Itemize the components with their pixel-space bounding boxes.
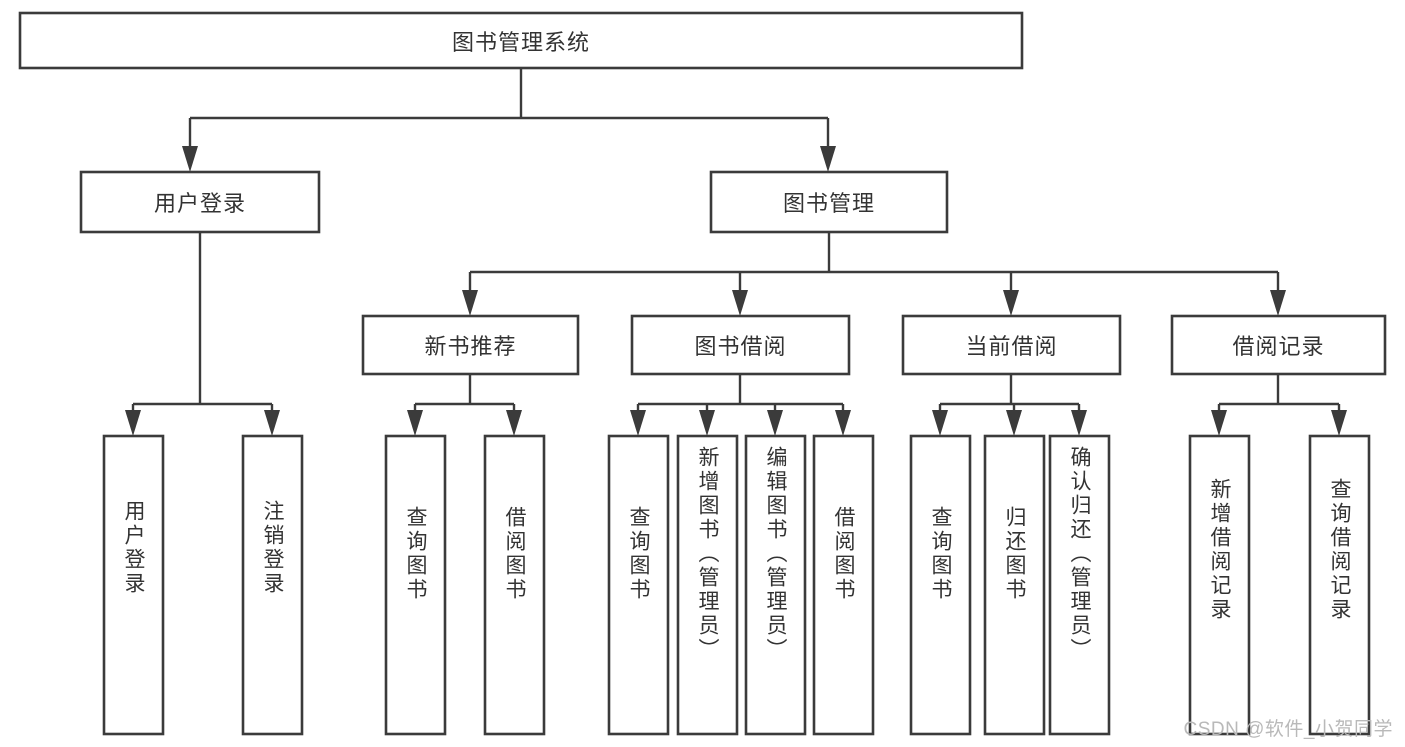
connector-bookmgmt-to-level3 [462,232,1286,316]
node-borrow-record[interactable] [1170,314,1387,376]
arrow-head-icon [835,410,851,436]
arrow-head-icon [699,410,715,436]
leaf-current-borrow-1[interactable] [983,434,1046,736]
connector-currentborrow-to-leaves [932,374,1087,436]
arrow-head-icon [462,290,478,316]
arrow-head-icon [1006,410,1022,436]
leaf-borrow-record-1[interactable] [1308,434,1371,736]
leaf-book-borrow-3[interactable] [812,434,875,736]
connector-bookborrow-to-leaves [630,374,851,436]
leaf-current-borrow-0[interactable] [909,434,972,736]
leaf-user-login-0[interactable] [102,434,165,736]
arrow-head-icon [1331,410,1347,436]
arrow-head-icon [1211,410,1227,436]
arrow-head-icon [820,146,836,172]
connector-root-to-level2 [182,68,836,172]
leaf-new-book-1[interactable] [483,434,546,736]
connector-borrowrecord-to-leaves [1211,374,1347,436]
node-new-book-recommend[interactable] [361,314,580,376]
arrow-head-icon [264,410,280,436]
arrow-head-icon [732,290,748,316]
arrow-head-icon [182,146,198,172]
node-book-borrow[interactable] [630,314,851,376]
node-root-system[interactable] [18,11,1024,70]
leaf-borrow-record-0[interactable] [1188,434,1251,736]
arrow-head-icon [407,410,423,436]
arrow-head-icon [1003,290,1019,316]
leaf-book-borrow-0[interactable] [607,434,670,736]
arrow-head-icon [1270,290,1286,316]
connector-newbook-to-leaves [407,374,522,436]
arrow-head-icon [630,410,646,436]
leaf-book-borrow-2[interactable] [744,434,807,736]
leaf-current-borrow-2[interactable] [1048,434,1111,736]
arrow-head-icon [1071,410,1087,436]
node-user-login[interactable] [79,170,321,234]
node-book-management[interactable] [709,170,949,234]
leaf-book-borrow-1[interactable] [676,434,739,736]
arrow-head-icon [125,410,141,436]
arrow-head-icon [506,410,522,436]
node-current-borrow[interactable] [901,314,1122,376]
arrow-head-icon [767,410,783,436]
leaf-user-login-1[interactable] [241,434,304,736]
leaf-new-book-0[interactable] [384,434,447,736]
arrow-head-icon [932,410,948,436]
connector-userlogin-to-leaves [125,232,280,436]
